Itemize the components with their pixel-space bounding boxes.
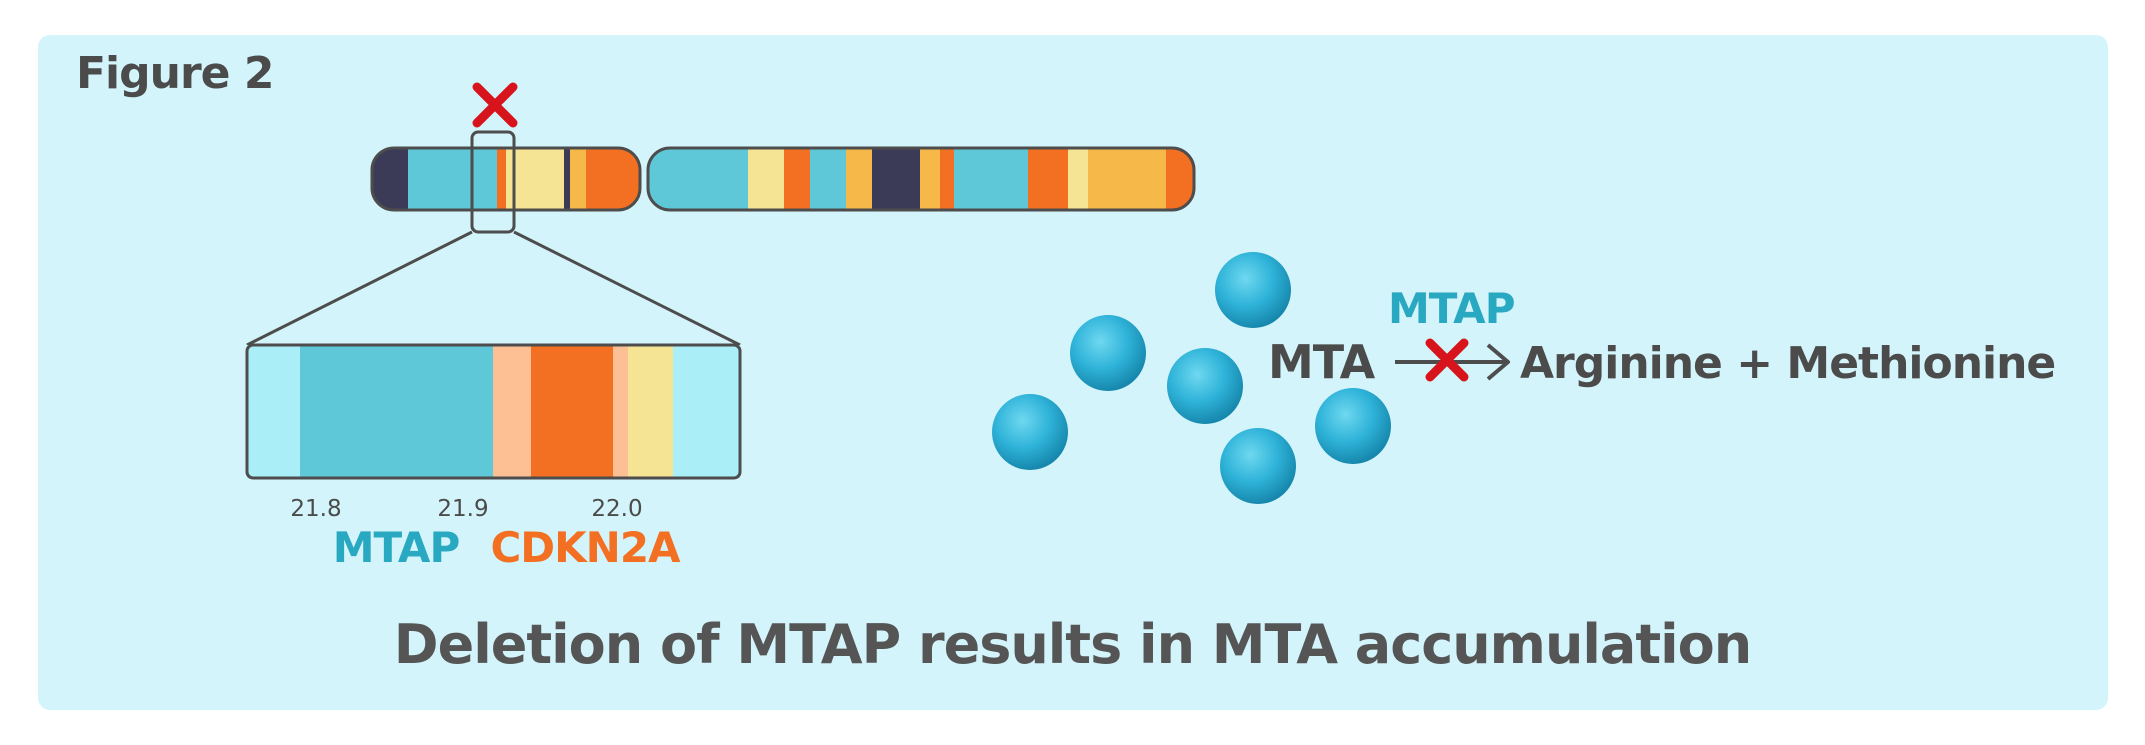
zoomed-region-outline [245, 343, 742, 480]
mta-molecule-icon [1167, 348, 1243, 424]
gene-label-cdkn2a: CDKN2A [490, 523, 681, 572]
zoom-line-right [513, 230, 741, 347]
mta-molecule-icon [1070, 315, 1146, 391]
zoomed-region [247, 345, 740, 478]
chromosome-long-arm-outline [646, 146, 1196, 212]
chromosome-short-arm [372, 148, 640, 210]
product-label: Arginine + Methionine [1520, 338, 2055, 389]
tick-label: 21.9 [437, 496, 488, 522]
mta-molecules [992, 252, 1391, 504]
deletion-x-icon [472, 82, 518, 128]
gene-label-mtap: MTAP [333, 523, 460, 572]
inhibition-x-icon [1425, 338, 1469, 382]
substrate-label: MTA [1268, 335, 1376, 389]
mta-molecule-icon [992, 394, 1068, 470]
mta-molecule-icon [1315, 388, 1391, 464]
figure-label: Figure 2 [76, 48, 274, 99]
chromosome-short-arm-outline [370, 146, 642, 212]
enzyme-label: MTAP [1388, 284, 1515, 333]
figure-caption: Deletion of MTAP results in MTA accumula… [393, 613, 1752, 676]
mta-molecule-icon [1215, 252, 1291, 328]
tick-label: 22.0 [591, 496, 642, 522]
zoom-region-box [470, 130, 516, 234]
mta-molecule-icon [1220, 428, 1296, 504]
zoom-line-left [246, 230, 473, 347]
tick-label: 21.8 [290, 496, 341, 522]
chromosome-long-arm [648, 148, 1194, 210]
